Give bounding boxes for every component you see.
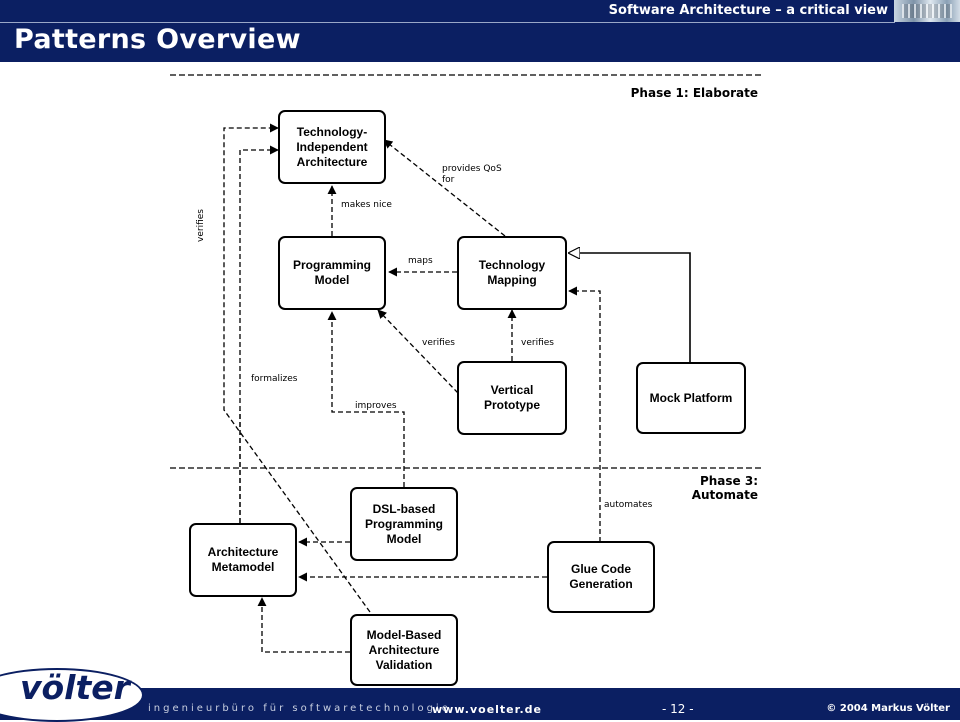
edge-glue-automates-mapping	[568, 286, 601, 542]
header-bar: Software Architecture – a critical view …	[0, 0, 960, 62]
label-verifies-left: verifies	[196, 209, 206, 242]
logo	[0, 668, 150, 722]
label-provides-qos: provides QoS for	[442, 164, 502, 185]
node-glue-code-generation: Glue Code Generation	[547, 541, 655, 613]
edge-dsl-improves-progmodel	[327, 311, 405, 487]
slide-title: Patterns Overview	[14, 24, 301, 55]
phase3-label: Phase 3: Automate	[691, 474, 758, 502]
node-mock-platform: Mock Platform	[636, 362, 746, 434]
node-technology-mapping: Technology Mapping	[457, 236, 567, 310]
footer-tagline: ingenieurbüro für softwaretechnologie	[148, 703, 451, 714]
edge-metamodel-verifies-tia	[239, 145, 279, 523]
logo-text: völter	[20, 668, 130, 707]
node-architecture-metamodel: Architecture Metamodel	[189, 523, 297, 597]
node-dsl-based-programming-model: DSL-based Programming Model	[350, 487, 458, 561]
edge-prototype-verifies-progmodel	[377, 309, 459, 394]
footer-copyright: © 2004 Markus Völter	[826, 703, 950, 714]
label-automates: automates	[604, 500, 653, 510]
node-technology-independent-architecture: Technology- Independent Architecture	[278, 110, 386, 184]
label-verifies-mapping: verifies	[521, 338, 554, 348]
label-verifies-prototype: verifies	[422, 338, 455, 348]
page-number: - 12 -	[662, 702, 694, 716]
edge-validation-to-metamodel	[257, 597, 350, 653]
edge-validation-verifies-tia	[223, 123, 371, 613]
label-maps: maps	[408, 256, 433, 266]
phase1-label: Phase 1: Elaborate	[630, 86, 758, 100]
node-programming-model: Programming Model	[278, 236, 386, 310]
footer-bar	[0, 688, 960, 720]
logo-swoosh	[0, 668, 144, 722]
presentation-title: Software Architecture – a critical view	[608, 3, 888, 18]
node-model-based-architecture-validation: Model-Based Architecture Validation	[350, 614, 458, 686]
edge-mapping-qos-tia	[383, 139, 506, 237]
node-vertical-prototype: Vertical Prototype	[457, 361, 567, 435]
label-makes-nice: makes nice	[341, 200, 392, 210]
edge-mock-to-mapping	[569, 253, 691, 362]
header-photo	[894, 0, 960, 22]
footer-url[interactable]: www.voelter.de	[432, 703, 543, 716]
label-improves: improves	[355, 401, 397, 411]
header-divider	[0, 22, 895, 23]
label-formalizes: formalizes	[251, 374, 298, 384]
